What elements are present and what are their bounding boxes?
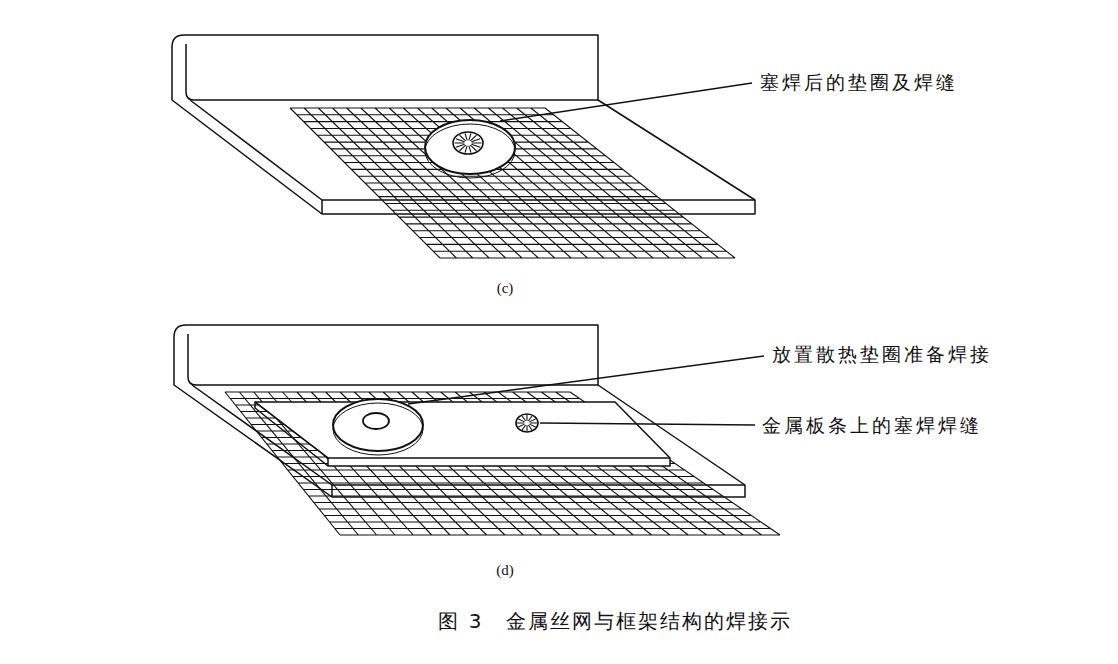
wire-mesh: [225, 392, 780, 535]
washer-heat-sink: [333, 399, 423, 455]
callout-label: 放置散热垫圈准备焊接: [772, 343, 992, 366]
leader-line: [540, 423, 755, 425]
angle-frame-d: [174, 325, 745, 497]
callout-label: 金属板条上的塞焊焊缝: [762, 414, 982, 437]
callout-label: 塞焊后的垫圈及焊缝: [760, 71, 958, 94]
leader-line: [408, 356, 764, 404]
wire-mesh: [290, 108, 735, 258]
leader-line: [500, 83, 752, 121]
washer-welded: [425, 120, 515, 178]
angle-frame-c: [172, 35, 755, 214]
metal-strip: [255, 402, 670, 466]
subfigure-label: (d): [496, 561, 514, 579]
subfigure-label: (c): [497, 279, 514, 297]
figure-caption: 图 3 金属丝网与框架结构的焊接示: [438, 609, 791, 633]
plug-weld: [516, 414, 538, 432]
